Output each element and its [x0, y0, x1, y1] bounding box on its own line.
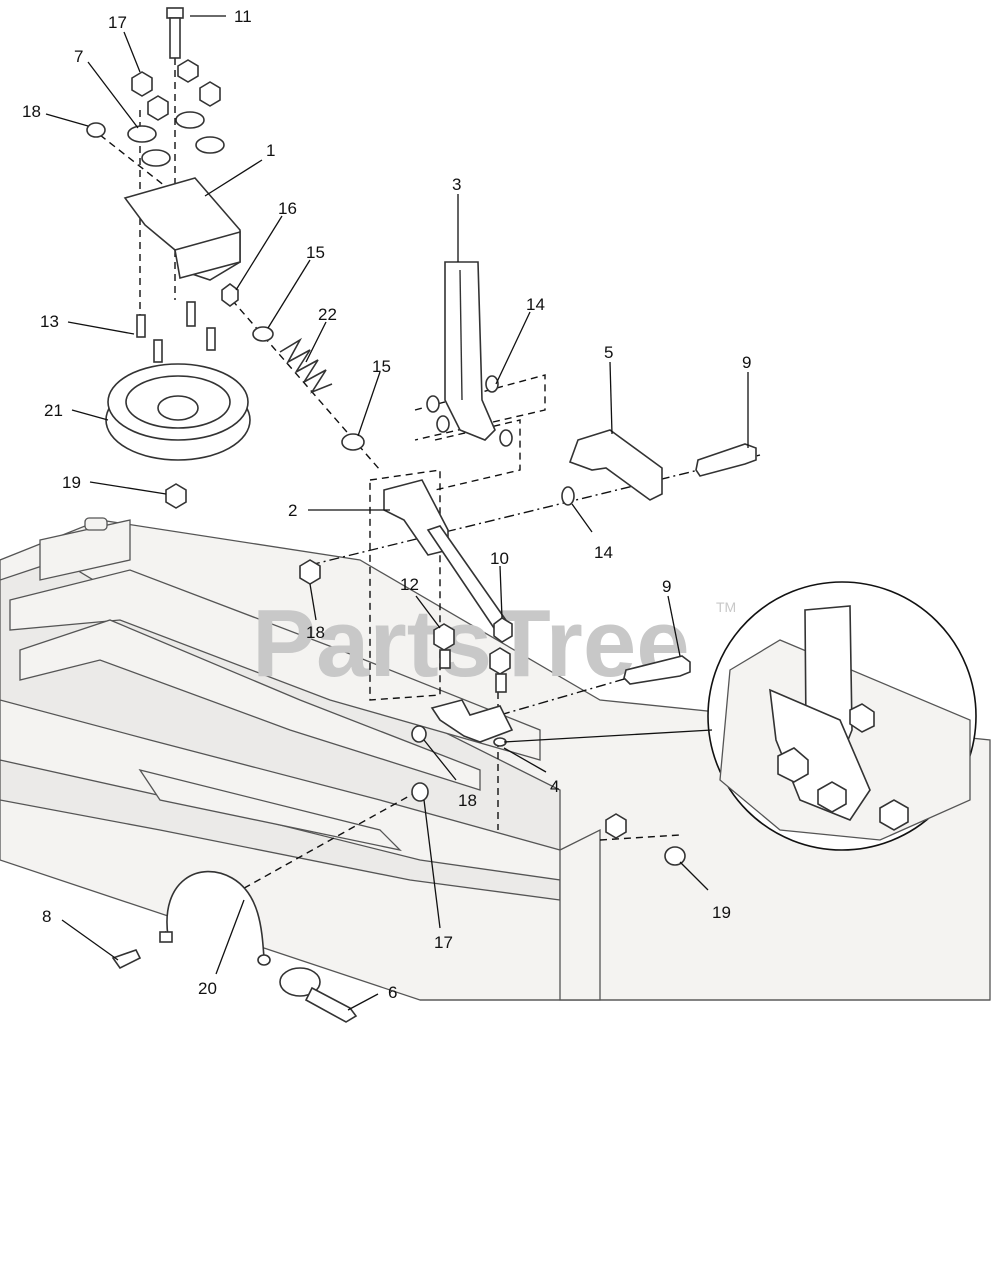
callout-3: 3 — [452, 175, 461, 194]
part-17-nut-b — [411, 782, 429, 802]
part-19-nut-a — [165, 483, 187, 509]
part-6-pin — [279, 967, 358, 1023]
part-3-lever — [444, 261, 496, 441]
callout-5: 5 — [604, 343, 613, 362]
callout-19: 19 — [62, 473, 81, 492]
callout-6: 6 — [388, 983, 397, 1002]
callout-labels: 11 17 7 18 1 16 15 22 13 15 21 19 3 14 5… — [22, 7, 751, 1002]
part-13-studs — [136, 301, 216, 363]
callout-14: 14 — [526, 295, 545, 314]
callout-18: 18 — [458, 791, 477, 810]
callout-17: 17 — [108, 13, 127, 32]
callout-9: 9 — [662, 577, 671, 596]
part-7-washers — [127, 111, 225, 167]
callout-9: 9 — [742, 353, 751, 372]
callout-8: 8 — [42, 907, 51, 926]
callout-4: 4 — [550, 777, 559, 796]
part-14-washers — [426, 375, 575, 506]
deck-frame — [0, 517, 991, 1001]
part-nuts-top — [131, 59, 221, 121]
callout-18: 18 — [22, 102, 41, 121]
part-8-bolt — [111, 949, 142, 970]
part-18-nut-b — [299, 559, 321, 585]
callout-10: 10 — [490, 549, 509, 568]
callout-12: 12 — [400, 575, 419, 594]
callout-2: 2 — [288, 501, 297, 520]
part-18-washer-top — [86, 122, 106, 138]
part-10-bolt — [493, 617, 513, 643]
part-5-bracket — [568, 429, 663, 501]
callout-11: 11 — [234, 7, 252, 26]
callout-21: 21 — [44, 401, 63, 420]
callout-18: 18 — [306, 623, 325, 642]
callout-22: 22 — [318, 305, 337, 324]
callout-16: 16 — [278, 199, 297, 218]
part-9-pin-a — [695, 443, 757, 477]
leader-lines — [45, 15, 749, 1011]
callout-15: 15 — [306, 243, 325, 262]
part-4-plate — [430, 699, 514, 747]
callout-1: 1 — [266, 141, 275, 160]
part-15-washer-b — [341, 433, 365, 451]
callout-13: 13 — [40, 312, 59, 331]
watermark: PartsTree — [252, 590, 690, 697]
part-21-pulley — [105, 363, 251, 461]
part-15-washer-a — [252, 326, 274, 342]
callout-7: 7 — [74, 47, 83, 66]
part-9-pin-b — [623, 655, 691, 685]
detail-inset — [707, 581, 977, 851]
part-20-cable — [159, 870, 271, 966]
callout-20: 20 — [198, 979, 217, 998]
callout-14: 14 — [594, 543, 613, 562]
part-19-nuts-b — [605, 813, 686, 866]
part-16-nut — [221, 283, 239, 307]
part-11-bolt — [166, 7, 184, 59]
watermark-trademark: TM — [716, 599, 736, 615]
part-1-bracket — [123, 177, 241, 281]
part-12-bolt — [433, 623, 511, 693]
part-18-washer-c — [411, 725, 427, 743]
callout-17: 17 — [434, 933, 453, 952]
callout-15: 15 — [372, 357, 391, 376]
part-22-spring — [279, 337, 333, 394]
callout-19: 19 — [712, 903, 731, 922]
